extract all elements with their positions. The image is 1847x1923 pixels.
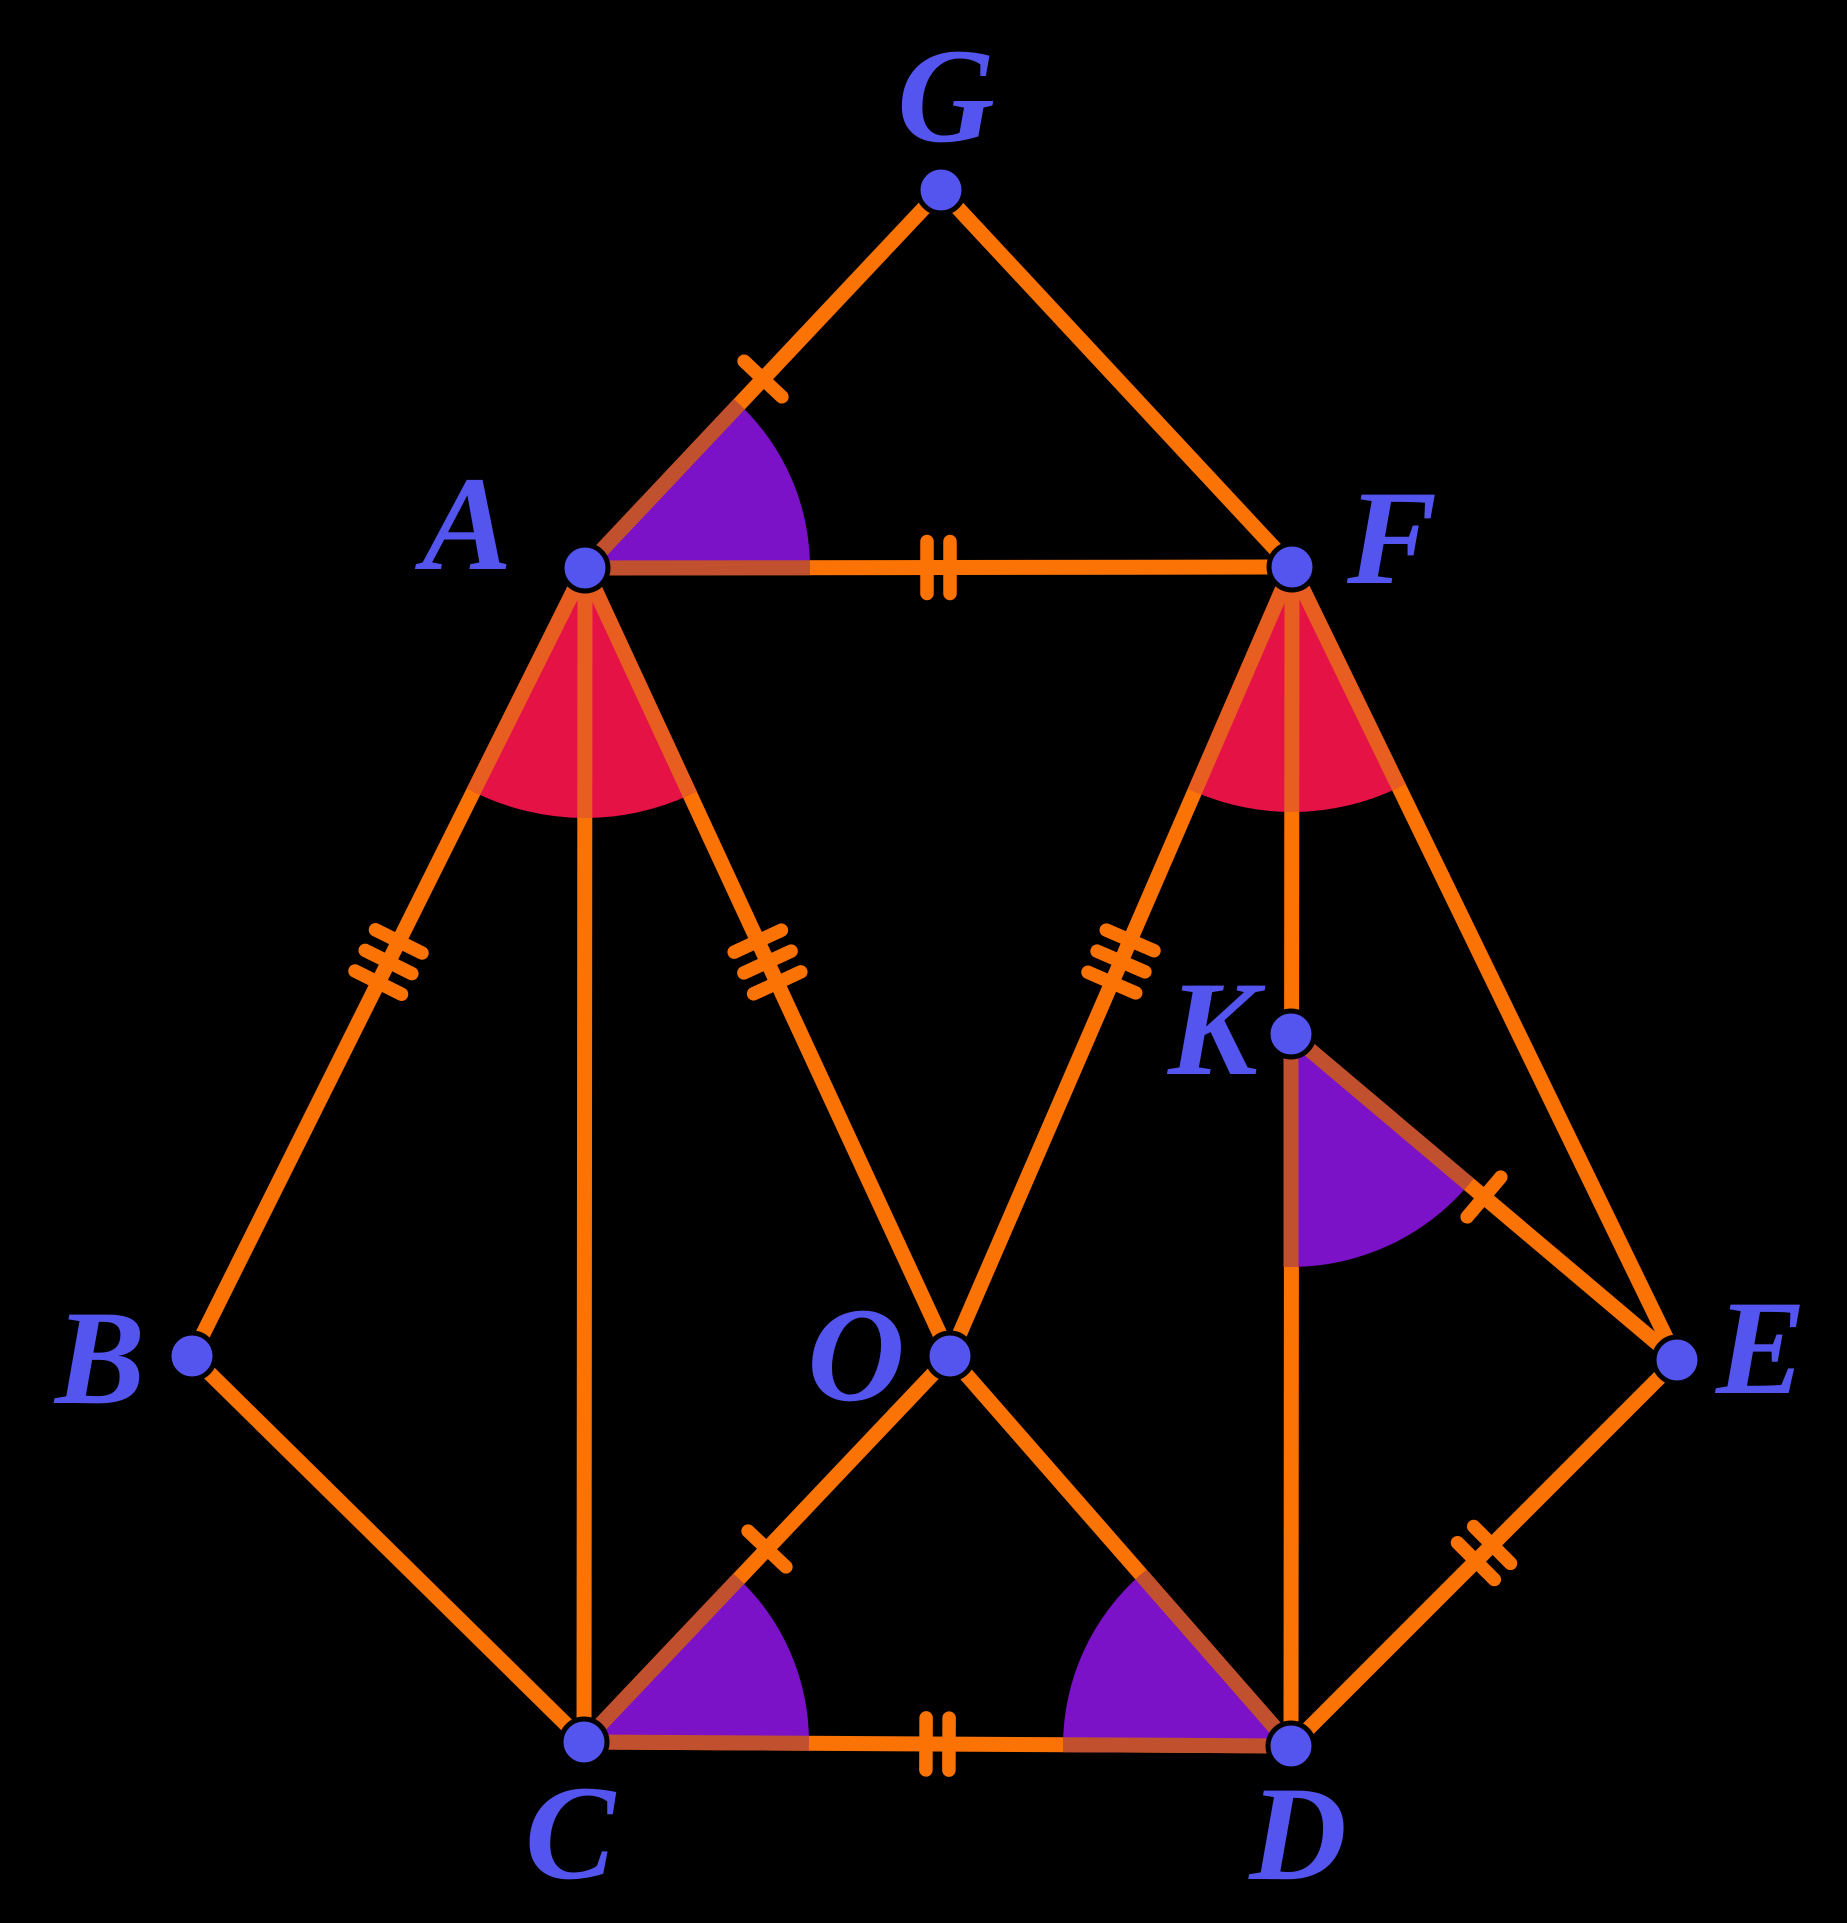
svg-text:D: D — [1248, 1760, 1347, 1909]
svg-text:E: E — [1715, 1274, 1806, 1423]
svg-text:F: F — [1346, 464, 1437, 613]
svg-text:A: A — [415, 450, 512, 599]
svg-text:O: O — [807, 1281, 905, 1430]
svg-text:C: C — [525, 1759, 617, 1908]
svg-text:G: G — [897, 22, 995, 171]
svg-text:K: K — [1167, 955, 1266, 1104]
svg-text:B: B — [53, 1284, 145, 1433]
